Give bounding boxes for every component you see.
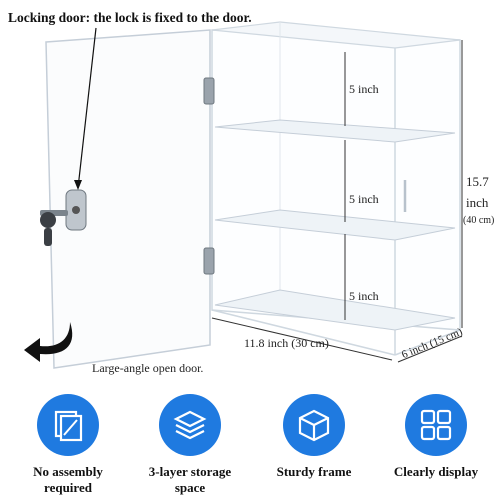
feature-label-line: required bbox=[44, 480, 92, 495]
feature-icon-circle bbox=[283, 394, 345, 456]
open-door-arrow bbox=[24, 322, 73, 362]
feature-icon-circle bbox=[37, 394, 99, 456]
height-cm: (40 cm) bbox=[463, 215, 495, 226]
hinge-top bbox=[203, 77, 215, 105]
depth-dimension-line bbox=[397, 335, 463, 363]
feature-icon-circle bbox=[405, 394, 467, 456]
feature-label-line: Clearly display bbox=[393, 464, 479, 479]
shelf-top bbox=[214, 119, 456, 143]
shelf-height-label-3: 5 inch bbox=[349, 289, 379, 303]
width-dimension-line bbox=[211, 317, 393, 361]
feature-label-line: 3-layer storage bbox=[148, 464, 232, 479]
feature-layers: 3-layer storage space bbox=[130, 394, 250, 496]
shelf-height-label-1: 5 inch bbox=[349, 82, 379, 96]
feature-icon-circle bbox=[159, 394, 221, 456]
locking-door-caption: Locking door: the lock is fixed to the d… bbox=[8, 10, 252, 25]
feature-label-line: No assembly bbox=[33, 464, 103, 479]
feature-label-2: 3-layer storage space bbox=[130, 464, 250, 496]
key-head-1 bbox=[40, 212, 56, 228]
grid-display-icon bbox=[420, 409, 452, 441]
width-label: 11.8 inch (30 cm) bbox=[244, 336, 329, 350]
cabinet-top bbox=[211, 21, 461, 49]
feature-sturdy-frame: Sturdy frame bbox=[254, 394, 374, 480]
feature-no-assembly: No assembly required bbox=[8, 394, 128, 496]
no-assembly-icon bbox=[54, 410, 83, 442]
callout-line bbox=[77, 27, 97, 189]
door-panel bbox=[45, 29, 211, 369]
shelf-height-label-2: 5 inch bbox=[349, 192, 379, 206]
feature-label-3: Sturdy frame bbox=[254, 464, 374, 480]
feature-display: Clearly display bbox=[376, 394, 496, 480]
cabinet-front bbox=[211, 29, 461, 331]
key-head-2 bbox=[44, 228, 52, 246]
hinge-bottom bbox=[203, 247, 215, 275]
height-value: 15.7 bbox=[466, 174, 489, 189]
layers-icon bbox=[173, 410, 207, 440]
height-unit: inch bbox=[466, 195, 489, 210]
shelf-middle bbox=[214, 209, 456, 241]
open-door-caption: Large-angle open door. bbox=[92, 361, 204, 375]
feature-label-line: Sturdy frame bbox=[276, 464, 352, 479]
feature-label-4: Clearly display bbox=[376, 464, 496, 480]
feature-label-1: No assembly required bbox=[8, 464, 128, 496]
shelf-bottom bbox=[214, 289, 456, 331]
cube-icon bbox=[298, 409, 330, 442]
feature-label-line: space bbox=[174, 480, 206, 495]
